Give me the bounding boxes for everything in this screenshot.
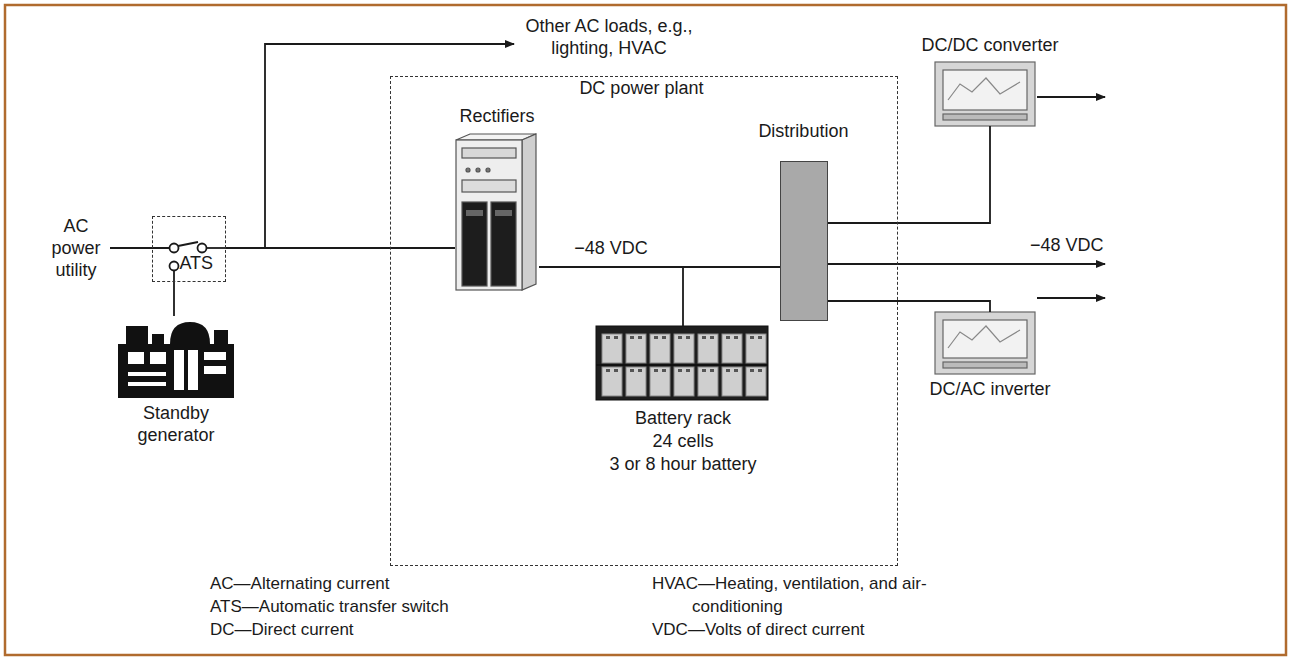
node-label: Rectifiers bbox=[447, 105, 547, 127]
load-label: Other AC loads, e.g., lighting, HVAC bbox=[518, 15, 700, 59]
rectifier-picture bbox=[456, 134, 536, 290]
converter-picture bbox=[935, 62, 1035, 126]
inverter-node: DC/AC inverter bbox=[915, 312, 1065, 402]
inverter-picture bbox=[935, 312, 1035, 374]
node-label: Distribution bbox=[743, 120, 863, 142]
abbreviation-note: VDC—Volts of direct current bbox=[652, 618, 972, 641]
node-label: Standby generator bbox=[116, 402, 236, 446]
power-line bbox=[539, 267, 683, 327]
distribution-box: Distribution bbox=[780, 161, 828, 321]
source-label: AC power utility bbox=[40, 215, 112, 281]
node-label: DC/AC inverter bbox=[915, 378, 1065, 400]
power-line bbox=[828, 301, 990, 312]
rectifier-node: Rectifiers bbox=[455, 105, 539, 293]
abbreviation-note: ATS—Automatic transfer switch bbox=[210, 595, 530, 618]
converter-node: DC/DC converter bbox=[915, 34, 1065, 126]
generator-picture bbox=[118, 318, 234, 398]
switch-box: ATS bbox=[152, 216, 226, 282]
node-label: DC/DC converter bbox=[915, 34, 1065, 56]
output-arrows bbox=[827, 97, 1105, 298]
voltage-label: −48 VDC bbox=[574, 237, 648, 259]
power-line bbox=[226, 247, 455, 249]
abbreviation-note: HVAC—Heating, ventilation, and air-condi… bbox=[652, 572, 942, 618]
node-label: 3 or 8 hour battery bbox=[591, 453, 775, 475]
node-label: ATS bbox=[179, 252, 223, 274]
power-line bbox=[173, 282, 175, 316]
figure-frame bbox=[5, 5, 1286, 655]
abbreviation-note: DC—Direct current bbox=[210, 618, 530, 641]
node-label: 24 cells bbox=[591, 430, 775, 452]
battery-node: Battery rack24 cells3 or 8 hour battery bbox=[591, 327, 775, 479]
battery-rack-picture bbox=[596, 326, 768, 400]
generator-node: Standby generator bbox=[116, 316, 236, 448]
transfer-switch bbox=[110, 242, 226, 282]
abbreviation-note: AC—Alternating current bbox=[210, 572, 530, 595]
node-label: Battery rack bbox=[591, 407, 775, 429]
node-label: DC power plant bbox=[389, 77, 893, 99]
power-line bbox=[828, 126, 990, 223]
voltage-label: −48 VDC bbox=[1030, 234, 1114, 256]
power-plant-region: DC power plantRectifiersBattery rack24 c… bbox=[390, 76, 898, 566]
